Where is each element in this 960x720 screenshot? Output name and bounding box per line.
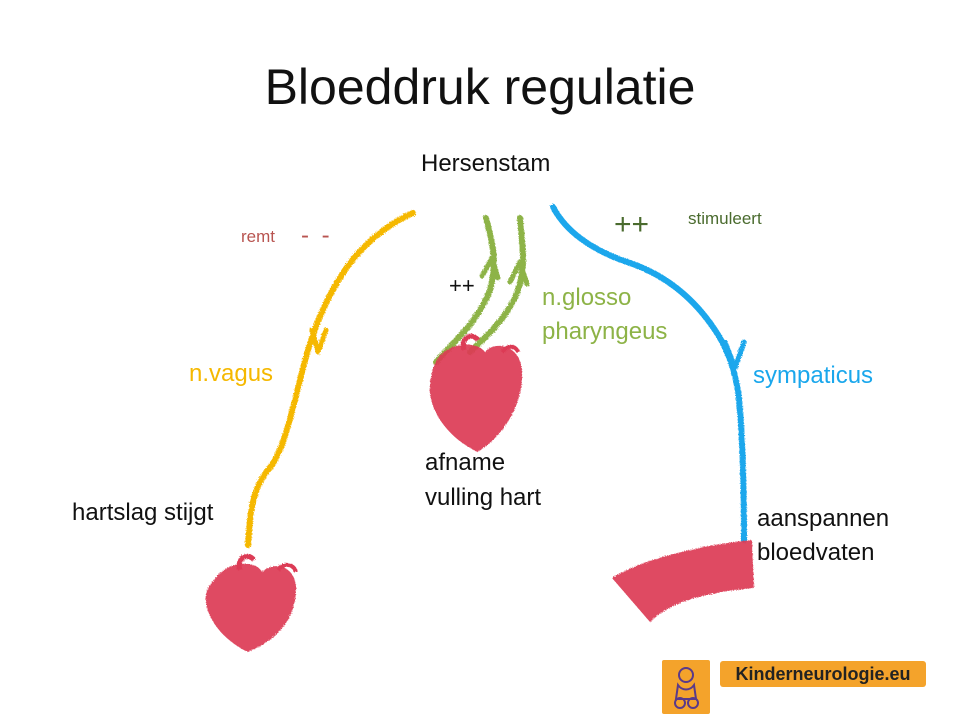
vagus-nerve-path: [245, 210, 416, 548]
plus-right-sign: ++: [614, 208, 650, 241]
heart-left: [205, 553, 298, 652]
filling-label-line2: vulling hart: [425, 484, 542, 511]
heart-center: [429, 333, 523, 452]
vessels-label-line1: aanspannen: [757, 505, 890, 532]
minus-sign: - -: [301, 222, 333, 249]
filling-label-line1: afname: [425, 449, 506, 476]
inhibits-label: remt: [241, 227, 275, 246]
vessels-label-line2: bloedvaten: [757, 539, 875, 566]
stimulates-label: stimuleert: [688, 209, 762, 228]
diagram-title: Bloeddruk regulatie: [264, 59, 696, 115]
glossopharyngeal-label-line1: n.glosso: [542, 284, 632, 311]
vagus-label: n.vagus: [189, 360, 274, 387]
brainstem-label: Hersenstam: [421, 150, 551, 177]
heart-rate-label: hartslag stijgt: [72, 499, 214, 526]
glossopharyngeal-nerve-path: [433, 215, 530, 365]
blood-vessel: [612, 540, 754, 622]
glossopharyngeal-label-line2: pharyngeus: [542, 318, 668, 345]
sympathetic-label: sympaticus: [753, 362, 874, 389]
plus-center-sign: ++: [449, 273, 475, 298]
sympathetic-nerve-path: [550, 204, 747, 543]
brand-logo-icon: [662, 660, 710, 714]
brand-name[interactable]: Kinderneurologie.eu: [720, 661, 926, 687]
